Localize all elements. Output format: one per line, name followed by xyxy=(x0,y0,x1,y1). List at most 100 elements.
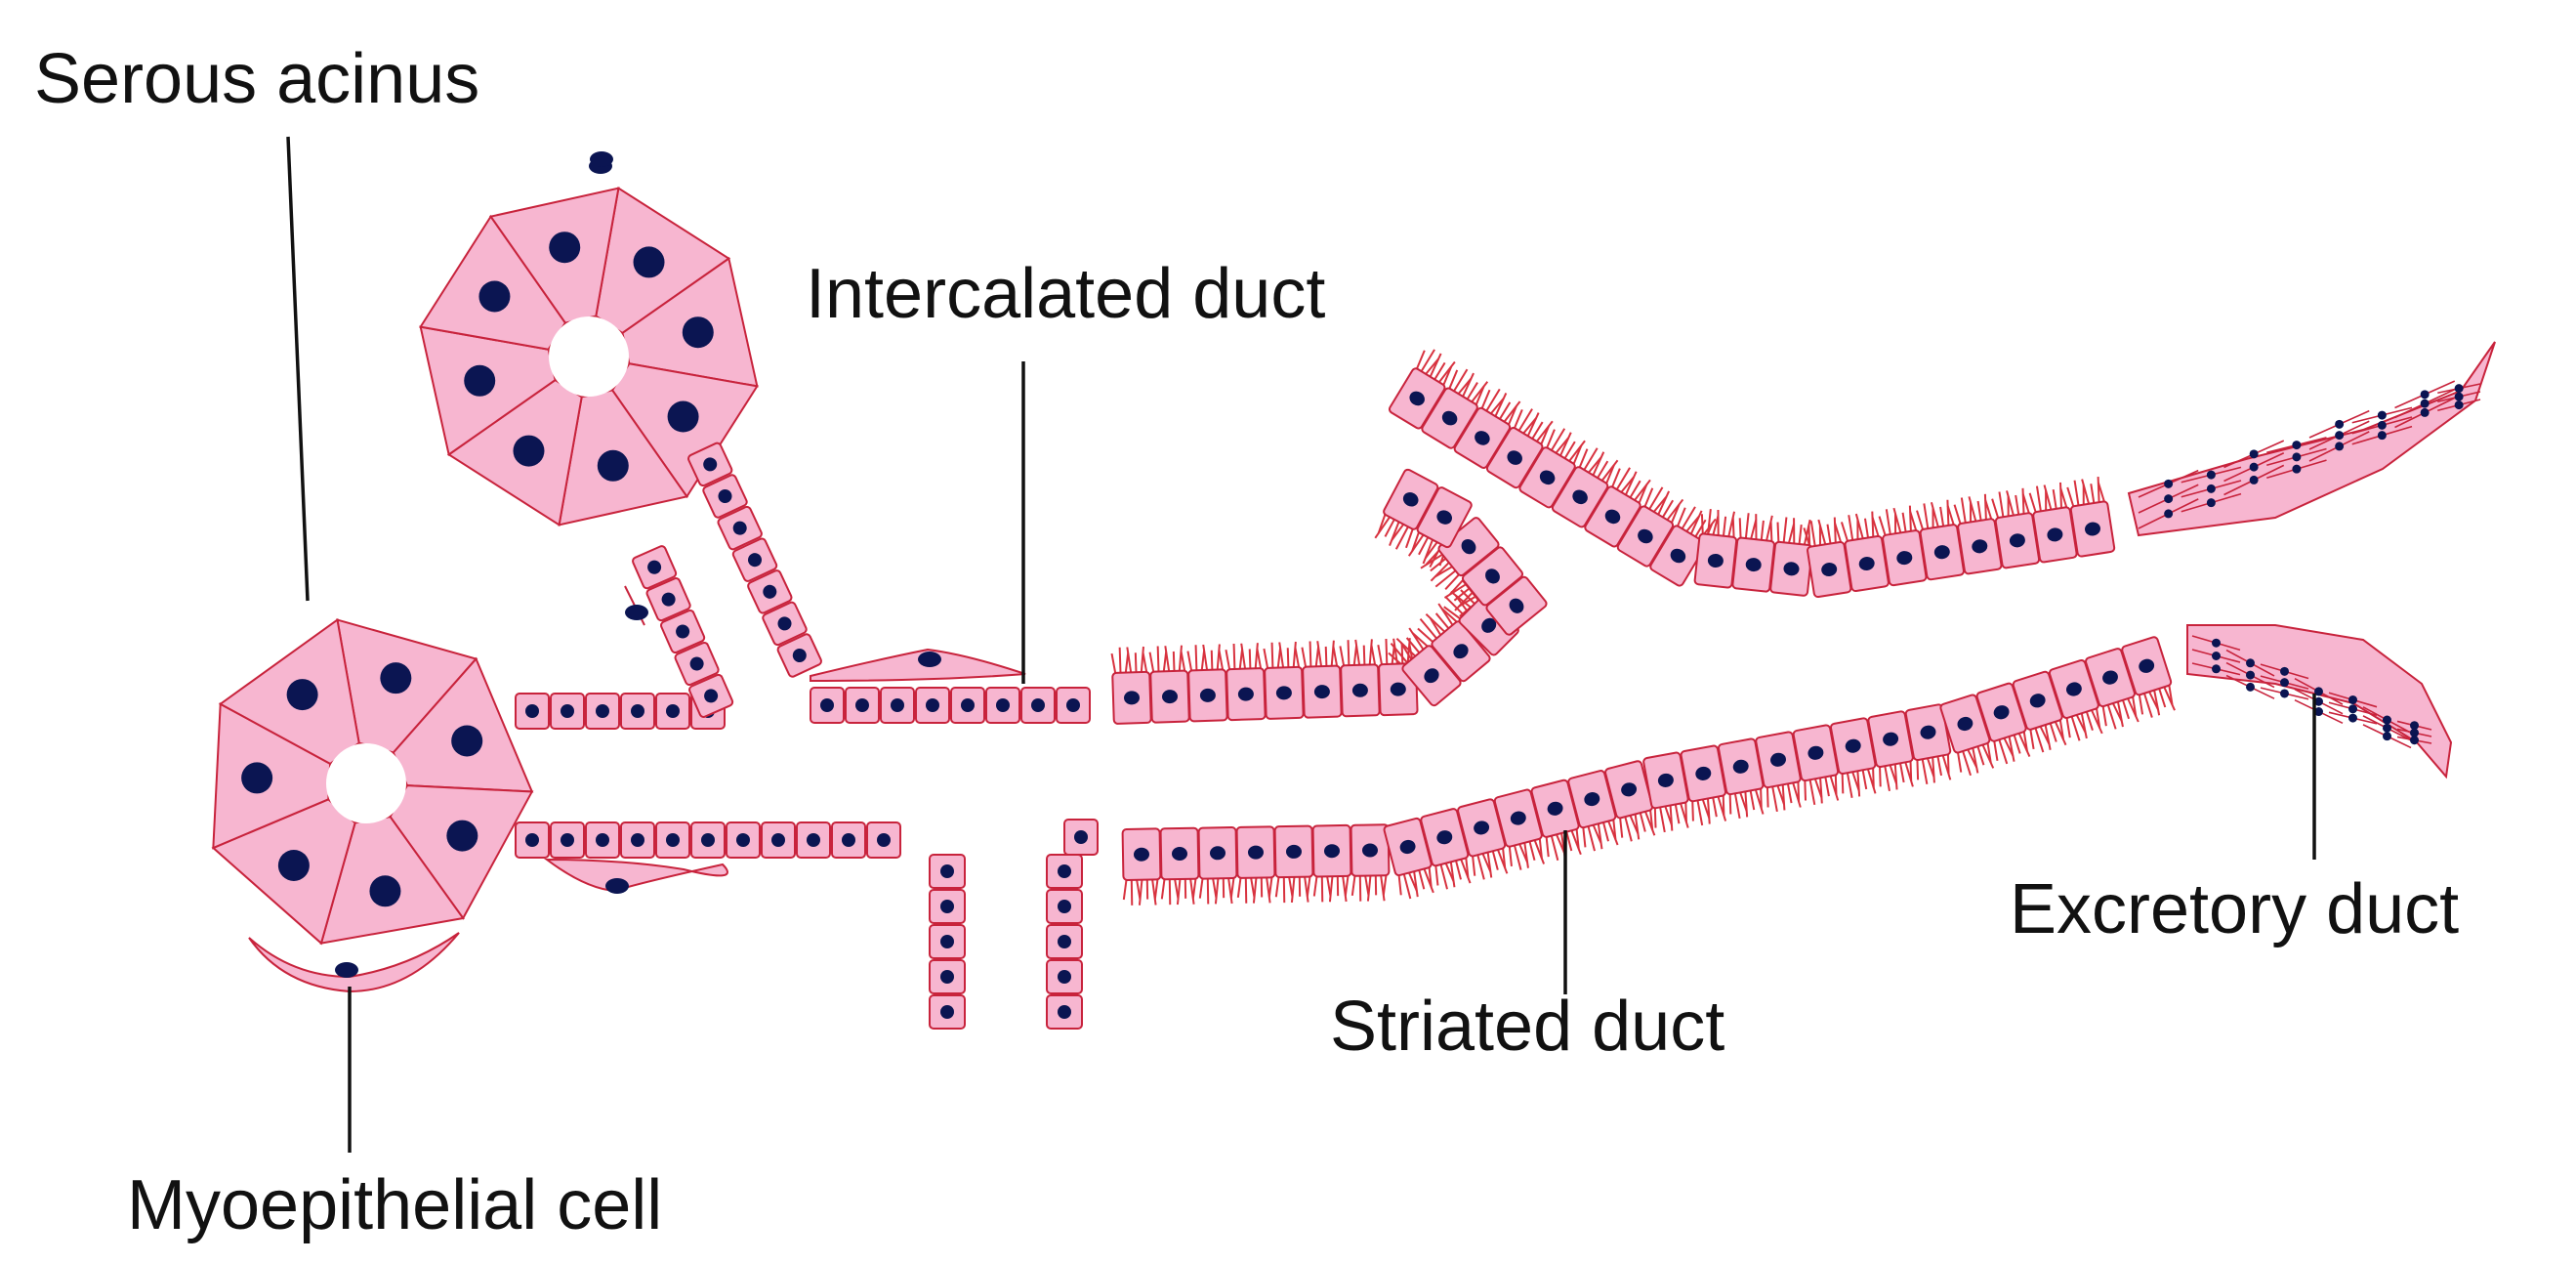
myoepithelial-cell-lower xyxy=(249,933,459,991)
striated-cell xyxy=(1313,825,1351,877)
acinar-nucleus xyxy=(549,232,580,263)
striated-cell xyxy=(2033,507,2077,563)
acinar-nucleus xyxy=(513,436,544,467)
intercalated-cell xyxy=(586,694,619,729)
acinar-nucleus xyxy=(464,365,495,397)
striated-cell xyxy=(2070,501,2114,557)
striation xyxy=(1775,517,1812,546)
intercalated-cell xyxy=(930,890,965,923)
striation xyxy=(1111,647,1146,673)
striation xyxy=(1275,877,1309,904)
label-intercalated-duct: Intercalated duct xyxy=(806,255,1325,333)
intercalated-cell xyxy=(881,688,914,723)
acinar-nucleus xyxy=(446,821,478,852)
striation xyxy=(1226,643,1261,669)
acinar-nucleus xyxy=(598,450,629,482)
intercalated-cell xyxy=(621,822,654,858)
excretory-duct-upper xyxy=(2129,342,2495,535)
acinar-nucleus xyxy=(683,316,714,348)
striation xyxy=(1149,646,1184,672)
striated-cell xyxy=(1199,827,1237,879)
striated-cell xyxy=(1920,525,1964,580)
striation xyxy=(1161,879,1195,905)
intercalated-cell xyxy=(1047,890,1082,923)
acinar-nucleus xyxy=(241,762,272,793)
intercalated-cell xyxy=(832,822,865,858)
striated-cell xyxy=(1123,828,1161,880)
intercalated-cell xyxy=(1047,960,1082,993)
striated-cell xyxy=(1303,666,1342,718)
striation xyxy=(1237,877,1271,904)
label-striated-duct: Striated duct xyxy=(1330,988,1724,1066)
striated-cell xyxy=(1237,826,1275,878)
intercalated-cell xyxy=(916,688,949,723)
intercalated-cell xyxy=(656,694,689,729)
intercalated-cell xyxy=(846,688,879,723)
intercalated-cell xyxy=(1021,688,1055,723)
myoepithelial-cell-intercalated xyxy=(810,650,1025,681)
striation xyxy=(1264,642,1299,668)
intercalated-cell xyxy=(1047,925,1082,958)
intercalated-cell xyxy=(1047,855,1082,888)
striated-cell xyxy=(1161,828,1199,880)
striation xyxy=(1302,641,1337,667)
intercalated-cell xyxy=(516,694,549,729)
striated-cell xyxy=(1226,668,1266,720)
intercalated-cell xyxy=(516,822,549,858)
serous-acinus-lower xyxy=(213,620,531,944)
acinar-nucleus xyxy=(278,850,310,881)
striated-cell xyxy=(1694,533,1736,588)
myoepithelial-cell-side xyxy=(625,586,648,625)
striated-cell xyxy=(1995,513,2039,568)
leader-serous-acinus xyxy=(288,137,308,601)
striations xyxy=(1111,346,2177,905)
intercalated-cell xyxy=(867,822,900,858)
striation xyxy=(1187,644,1223,670)
intercalated-cell xyxy=(797,822,830,858)
duct-cells xyxy=(516,367,2172,1029)
acinar-nucleus xyxy=(634,246,665,277)
striated-cell xyxy=(1341,664,1380,716)
intercalated-cell xyxy=(551,822,584,858)
striation xyxy=(1351,875,1386,902)
striation xyxy=(1123,879,1157,905)
intercalated-cell xyxy=(930,855,965,888)
striated-cell xyxy=(1275,826,1313,878)
acinus-lumen xyxy=(326,743,406,823)
excretory-ducts xyxy=(2129,342,2495,777)
striated-cell xyxy=(1770,541,1812,596)
intercalated-cell xyxy=(986,688,1019,723)
intercalated-cell xyxy=(621,694,654,729)
intercalated-cell xyxy=(691,822,725,858)
myoepithelial-cell-branch xyxy=(547,860,727,894)
striated-cell xyxy=(1265,667,1304,719)
acinar-nucleus xyxy=(668,401,699,433)
excretory-duct-lower xyxy=(2187,625,2451,777)
acinar-nucleus xyxy=(287,679,318,710)
acinus-lumen xyxy=(549,316,629,397)
intercalated-cell xyxy=(551,694,584,729)
intercalated-cell xyxy=(951,688,984,723)
intercalated-cell xyxy=(727,822,760,858)
striation xyxy=(1199,878,1233,905)
label-myoepithelial-cell: Myoepithelial cell xyxy=(127,1166,662,1244)
striated-cell xyxy=(1807,541,1850,597)
intercalated-cell xyxy=(656,822,689,858)
striated-cell xyxy=(1883,530,1927,586)
acinar-nucleus xyxy=(369,875,400,906)
acinar-nucleus xyxy=(478,280,510,312)
label-serous-acinus: Serous acinus xyxy=(34,40,479,118)
striated-cell xyxy=(1112,672,1151,724)
intercalated-cell xyxy=(930,925,965,958)
intercalated-cell xyxy=(1047,995,1082,1029)
striated-cell xyxy=(1845,535,1889,591)
acinar-nucleus xyxy=(380,662,411,694)
striation xyxy=(1313,876,1348,903)
striation xyxy=(1340,639,1375,665)
intercalated-cell xyxy=(762,822,795,858)
acinar-nucleus xyxy=(451,725,482,756)
striated-cell xyxy=(1188,669,1227,721)
striated-cell xyxy=(1150,671,1189,723)
